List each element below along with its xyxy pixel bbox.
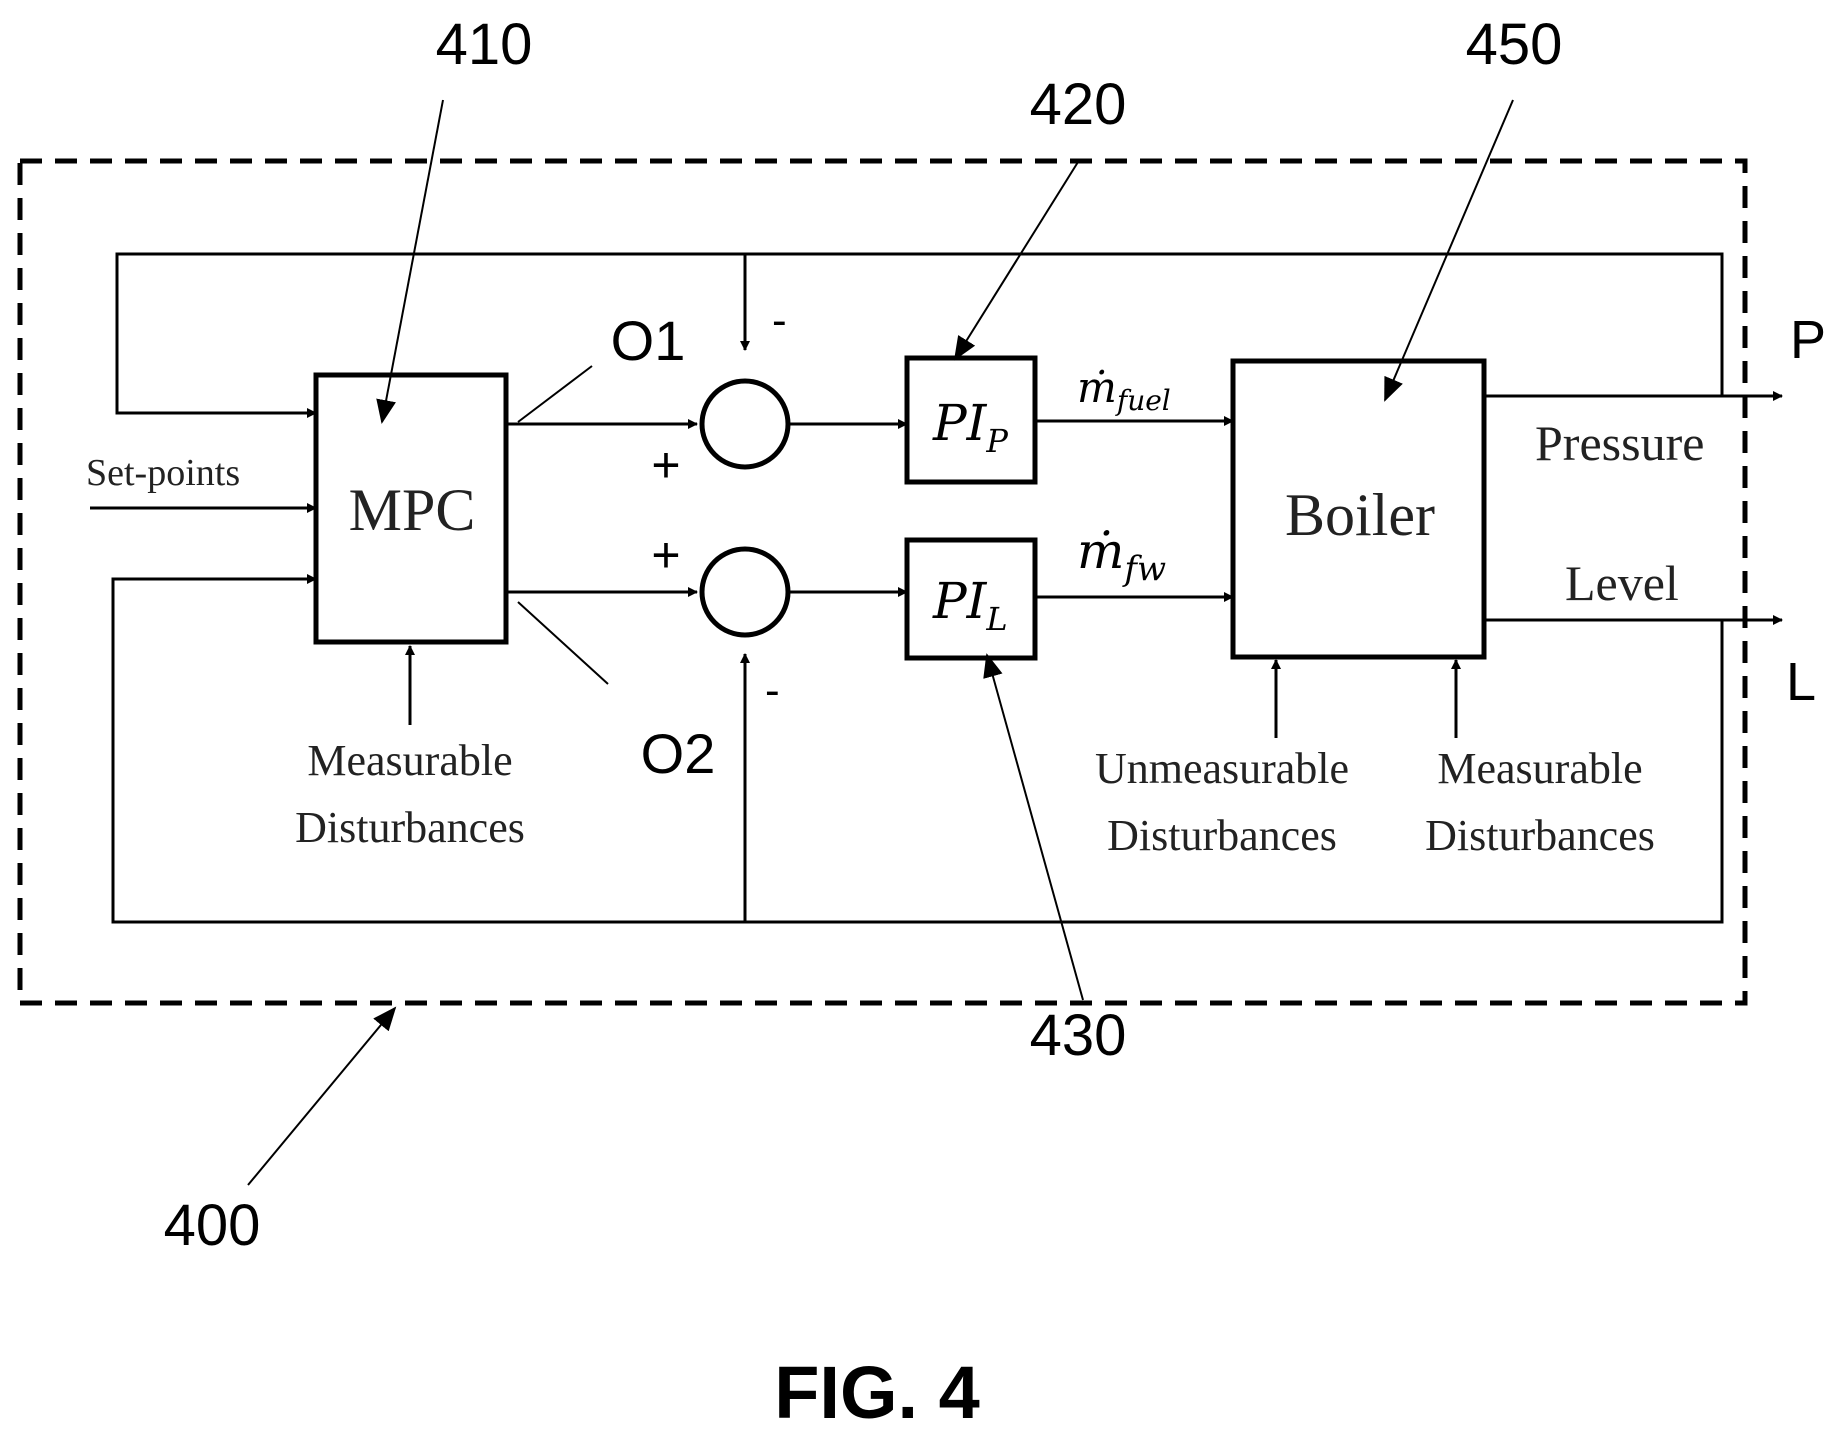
ref-450-label: 450: [1466, 12, 1563, 77]
p-output-label: P: [1790, 310, 1826, 370]
o1-label: O1: [611, 309, 686, 372]
boiler-measurable-line2: Disturbances: [1425, 811, 1655, 860]
ref-410-label: 410: [436, 12, 533, 77]
fuel-flow-main: ṁ: [1077, 363, 1117, 412]
summing-junction-level: [702, 549, 788, 635]
mpc-label: MPC: [349, 477, 476, 543]
mpc-disturbance-line1: Measurable: [307, 736, 512, 785]
level-label: Level: [1565, 555, 1679, 611]
ref-430-leader: [987, 655, 1083, 1000]
o2-label: O2: [641, 722, 716, 785]
pi-level-main: PI: [932, 572, 988, 630]
sum1-minus-sign: -: [772, 296, 787, 345]
pi-pressure-sub: P: [985, 422, 1008, 460]
ref-430-label: 430: [1030, 1003, 1127, 1068]
fuel-flow-label: ṁfuel: [1077, 363, 1171, 417]
mpc-disturbance-line2: Disturbances: [295, 803, 525, 852]
feedwater-flow-sub: fw: [1121, 549, 1166, 589]
summing-junction-pressure: [702, 381, 788, 467]
boiler-measurable-line1: Measurable: [1437, 744, 1642, 793]
sum2-minus-sign: -: [765, 666, 780, 715]
fuel-flow-sub: fuel: [1115, 384, 1171, 417]
pressure-label: Pressure: [1535, 415, 1704, 471]
sum1-plus-sign: +: [651, 437, 680, 493]
sum2-plus-sign: +: [651, 527, 680, 583]
figure-caption: FIG. 4: [774, 1351, 980, 1429]
feedwater-flow-main: ṁ: [1077, 522, 1124, 580]
setpoints-label: Set-points: [86, 452, 240, 494]
l-output-label: L: [1786, 652, 1816, 712]
o2-leader: [518, 602, 608, 684]
unmeasurable-line1: Unmeasurable: [1095, 744, 1349, 793]
pi-level-sub: L: [985, 600, 1007, 638]
ref-420-leader: [955, 162, 1078, 359]
ref-400-leader: [248, 1008, 395, 1185]
ref-400-label: 400: [164, 1193, 261, 1258]
o1-leader: [518, 366, 592, 422]
ref-420-label: 420: [1030, 72, 1127, 137]
pi-pressure-main: PI: [932, 394, 988, 452]
ref-450-leader: [1385, 100, 1513, 400]
unmeasurable-line2: Disturbances: [1107, 811, 1337, 860]
feedwater-flow-label: ṁfw: [1077, 522, 1166, 589]
boiler-label: Boiler: [1285, 482, 1435, 548]
